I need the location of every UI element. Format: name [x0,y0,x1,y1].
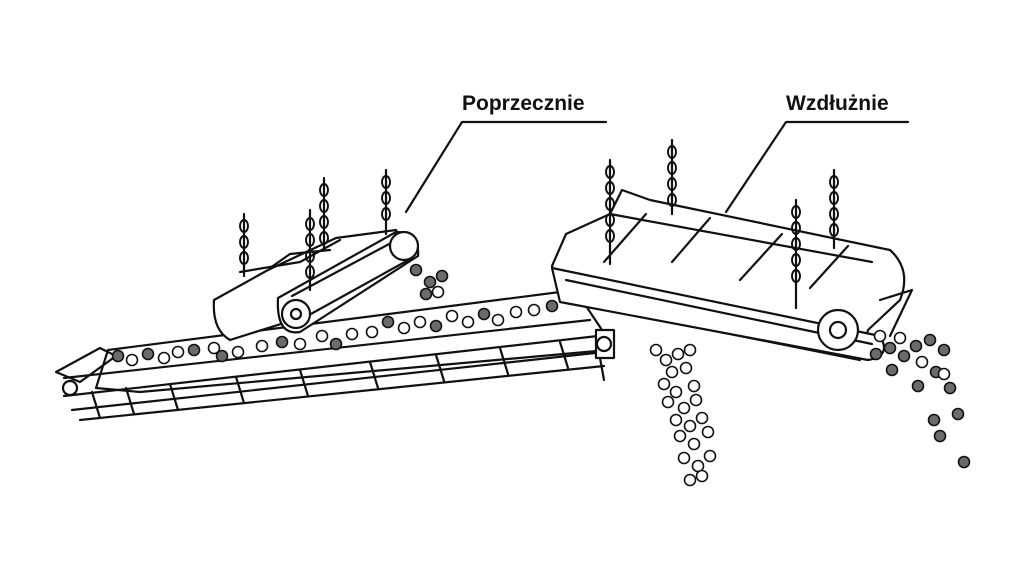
non-ferrous-particle [683,343,697,357]
non-ferrous-particle [491,313,505,327]
ferrous-particle [957,455,971,469]
non-ferrous-particle [207,341,221,355]
ferrous-particle [275,335,289,349]
ferrous-particle [141,347,155,361]
non-ferrous-particle [873,329,887,343]
non-ferrous-particle [315,329,329,343]
ferrous-particle [909,339,923,353]
non-ferrous-particle [677,401,691,415]
ferrous-particle [943,381,957,395]
non-ferrous-particle [669,413,683,427]
non-ferrous-particle [679,361,693,375]
longitudinal-separator [550,138,914,362]
non-ferrous-particle [689,393,703,407]
non-ferrous-particle [937,367,951,381]
non-ferrous-particle [695,411,709,425]
non-ferrous-particle [365,325,379,339]
label-cross-text: Poprzecznie [462,92,585,115]
non-ferrous-particle [687,379,701,393]
cross-belt-separator [212,168,420,342]
ferrous-particle [111,349,125,363]
non-ferrous-particle [661,395,675,409]
ferrous-particle [911,379,925,393]
non-ferrous-particle [445,309,459,323]
ferrous-particle [329,337,343,351]
non-ferrous-particle [293,337,307,351]
non-ferrous-particle [231,345,245,359]
non-ferrous-particle [461,315,475,329]
ferrous-particle [869,347,883,361]
non-ferrous-particle [125,353,139,367]
ferrous-particle [937,343,951,357]
non-ferrous-particle [397,321,411,335]
non-ferrous-particle [431,285,445,299]
ferrous-particle [883,341,897,355]
ferrous-particle [923,333,937,347]
non-ferrous-particle [677,451,691,465]
non-ferrous-particle [673,429,687,443]
ferrous-particle [933,429,947,443]
non-ferrous-particle [527,303,541,317]
longitudinal-separator-chains [605,138,839,310]
ferrous-particle [545,299,559,313]
non-ferrous-particle [649,343,663,357]
ferrous-particle [419,287,433,301]
non-ferrous-particle [683,473,697,487]
ferrous-particle [927,413,941,427]
ferrous-particle [885,363,899,377]
non-ferrous-particle [701,425,715,439]
ferrous-particle [423,275,437,289]
non-ferrous-particle [255,339,269,353]
non-ferrous-particle [683,419,697,433]
non-ferrous-particle [171,345,185,359]
non-ferrous-particle [915,355,929,369]
non-ferrous-particle [509,305,523,319]
cross-separator-chains [239,168,391,292]
ferrous-particle [409,263,423,277]
ferrous-particle [477,307,491,321]
ferrous-particle [435,269,449,283]
non-ferrous-particle [659,353,673,367]
label-cross: Poprzecznie [404,92,608,214]
material-particles [111,263,971,487]
non-ferrous-particle [669,385,683,399]
non-ferrous-particle [703,449,717,463]
non-ferrous-particle [695,469,709,483]
non-ferrous-particle [687,437,701,451]
non-ferrous-particle [893,331,907,345]
non-ferrous-particle [657,377,671,391]
ferrous-particle [951,407,965,421]
non-ferrous-particle [157,351,171,365]
ferrous-particle [897,349,911,363]
non-ferrous-particle [671,347,685,361]
ferrous-particle [381,315,395,329]
conveyor-truss [90,334,606,420]
ferrous-particle [429,319,443,333]
non-ferrous-particle [345,327,359,341]
label-longitudinal: Wzdłużnie [724,92,910,214]
ferrous-particle [215,349,229,363]
label-longitudinal-text: Wzdłużnie [786,92,889,115]
ferrous-particle [187,343,201,357]
non-ferrous-particle [413,315,427,329]
non-ferrous-particle [665,365,679,379]
